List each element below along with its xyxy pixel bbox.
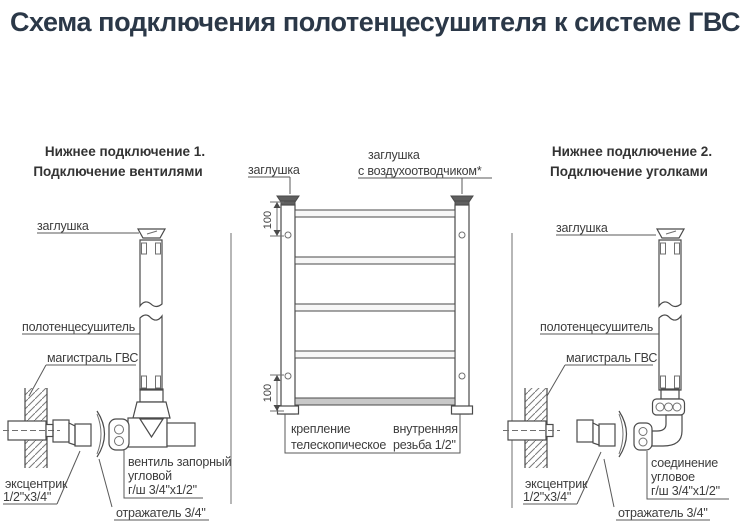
right-towel-rail-pipe [656, 228, 685, 391]
left-eccentric-fitting [52, 419, 92, 447]
right-main-gvs-label: магистраль ГВС [566, 351, 657, 365]
left-main-gvs-label: магистраль ГВС [47, 351, 138, 365]
right-eccentric-label-2: 1/2"х3/4" [523, 490, 571, 504]
right-towel-rail-label: полотенцесушитель [540, 320, 653, 334]
page-title: Схема подключения полотенцесушителя к си… [10, 7, 740, 37]
diagram-center-front-view: 100 100 заглушка заглушка с воздухоотвод… [248, 148, 492, 454]
diagram-right-bottom-connection-elbows: Нижнее подключение 2. Подключение уголка… [502, 144, 729, 521]
right-eccentric-fitting [576, 419, 616, 447]
dim-top-value: 100 [262, 211, 274, 229]
left-valve-label-3: г/ш 3/4"х1/2" [128, 483, 197, 497]
left-wall [2, 387, 61, 469]
left-eccentric-label-1: эксцентрик [5, 477, 68, 491]
center-right-foot [450, 405, 474, 415]
center-bottom-bracket [284, 414, 461, 454]
center-mount-label-2: телескопическое [291, 438, 386, 452]
left-valve-label-1: вентиль запорный [128, 455, 232, 469]
right-heading-1: Нижнее подключение 2. [552, 144, 712, 159]
right-heading-2: Подключение уголками [550, 164, 708, 179]
left-reflector-dome [96, 410, 106, 458]
right-elbow-label-1: соединение [651, 456, 718, 470]
center-mount-label-1: крепление [291, 422, 351, 436]
center-thread-label-2: резьба 1/2" [393, 438, 456, 452]
left-angle-valve [108, 388, 196, 451]
right-elbow-label-2: угловое [651, 470, 695, 484]
center-vent-cap-label-2: с воздухоотводчиком* [358, 164, 482, 178]
diagram-left-bottom-connection-valves: Нижнее подключение 1. Подключение вентил… [2, 144, 232, 521]
right-reflector-dome [618, 410, 628, 458]
left-towel-rail-label: полотенцесушитель [22, 320, 135, 334]
left-heading-2: Подключение вентилями [33, 164, 202, 179]
left-towel-rail-pipe [137, 228, 166, 391]
left-reflector-label: отражатель 3/4" [116, 506, 206, 520]
left-eccentric-label-2: 1/2"х3/4" [3, 490, 51, 504]
right-eccentric-label-1: эксцентрик [525, 477, 588, 491]
center-dimension-top: 100 [262, 201, 284, 237]
left-heading-1: Нижнее подключение 1. [45, 144, 205, 159]
right-cap-label: заглушка [556, 221, 608, 235]
left-cap-label: заглушка [37, 219, 89, 233]
right-elbow-label-3: г/ш 3/4"х1/2" [651, 484, 720, 498]
center-rungs [294, 209, 456, 406]
left-valve-label-2: угловой [128, 469, 172, 483]
dim-bottom-value: 100 [262, 384, 274, 402]
center-dimension-bottom: 100 [262, 374, 284, 412]
right-angle-union [633, 388, 686, 451]
center-left-foot [276, 405, 300, 415]
right-reflector-label: отражатель 3/4" [618, 506, 708, 520]
center-thread-label-1: внутренняя [393, 422, 458, 436]
center-vent-cap-label-1: заглушка [368, 148, 420, 162]
center-cap-label: заглушка [248, 163, 300, 177]
